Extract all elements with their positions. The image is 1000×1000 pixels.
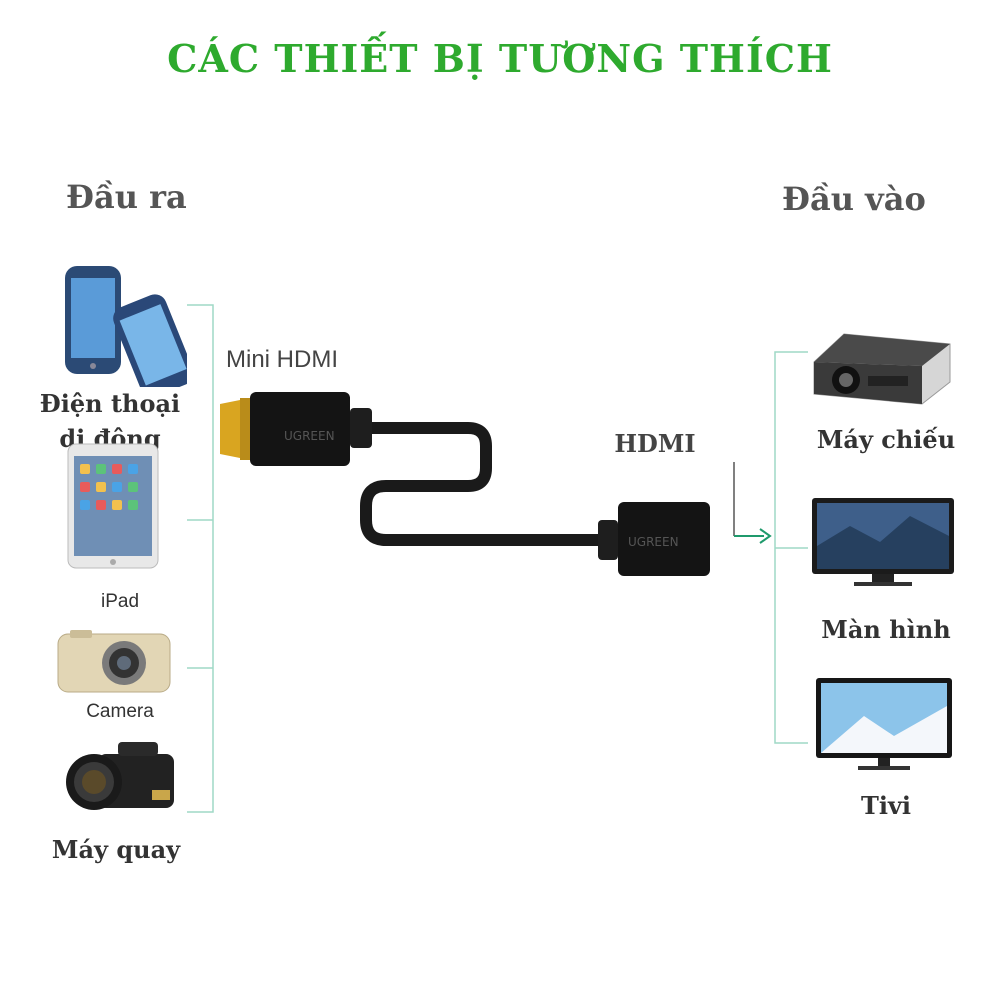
output-bracket	[187, 304, 214, 813]
smartphone-icon	[65, 266, 187, 387]
hdmi-cable: UGREEN UGREEN	[220, 392, 710, 576]
smartphone-label-line1: Điện thoại	[39, 389, 181, 418]
monitor-label: Màn hình	[821, 615, 951, 644]
camcorder-label: Máy quay	[51, 835, 181, 864]
monitor-icon	[812, 498, 954, 586]
projector-icon	[813, 333, 951, 405]
camcorder-icon	[66, 742, 174, 810]
arrow-icon	[733, 462, 772, 544]
camera-icon	[57, 630, 171, 693]
tv-label: Tivi	[860, 791, 912, 820]
brand-text-mini: UGREEN	[284, 429, 335, 443]
projector-label: Máy chiếu	[816, 425, 956, 454]
tablet-icon	[67, 443, 159, 569]
hdmi-label: HDMI	[614, 429, 696, 458]
mini-hdmi-label: Mini HDMI	[226, 346, 338, 373]
page-title: CÁC THIẾT BỊ TƯƠNG THÍCH	[167, 36, 833, 81]
input-bracket	[774, 351, 808, 744]
camera-label: Camera	[86, 701, 154, 722]
tv-icon	[816, 678, 952, 770]
tablet-label: iPad	[100, 591, 140, 612]
output-heading: Đầu ra	[66, 178, 187, 216]
brand-text-hdmi: UGREEN	[628, 535, 679, 549]
input-heading: Đầu vào	[782, 180, 926, 218]
